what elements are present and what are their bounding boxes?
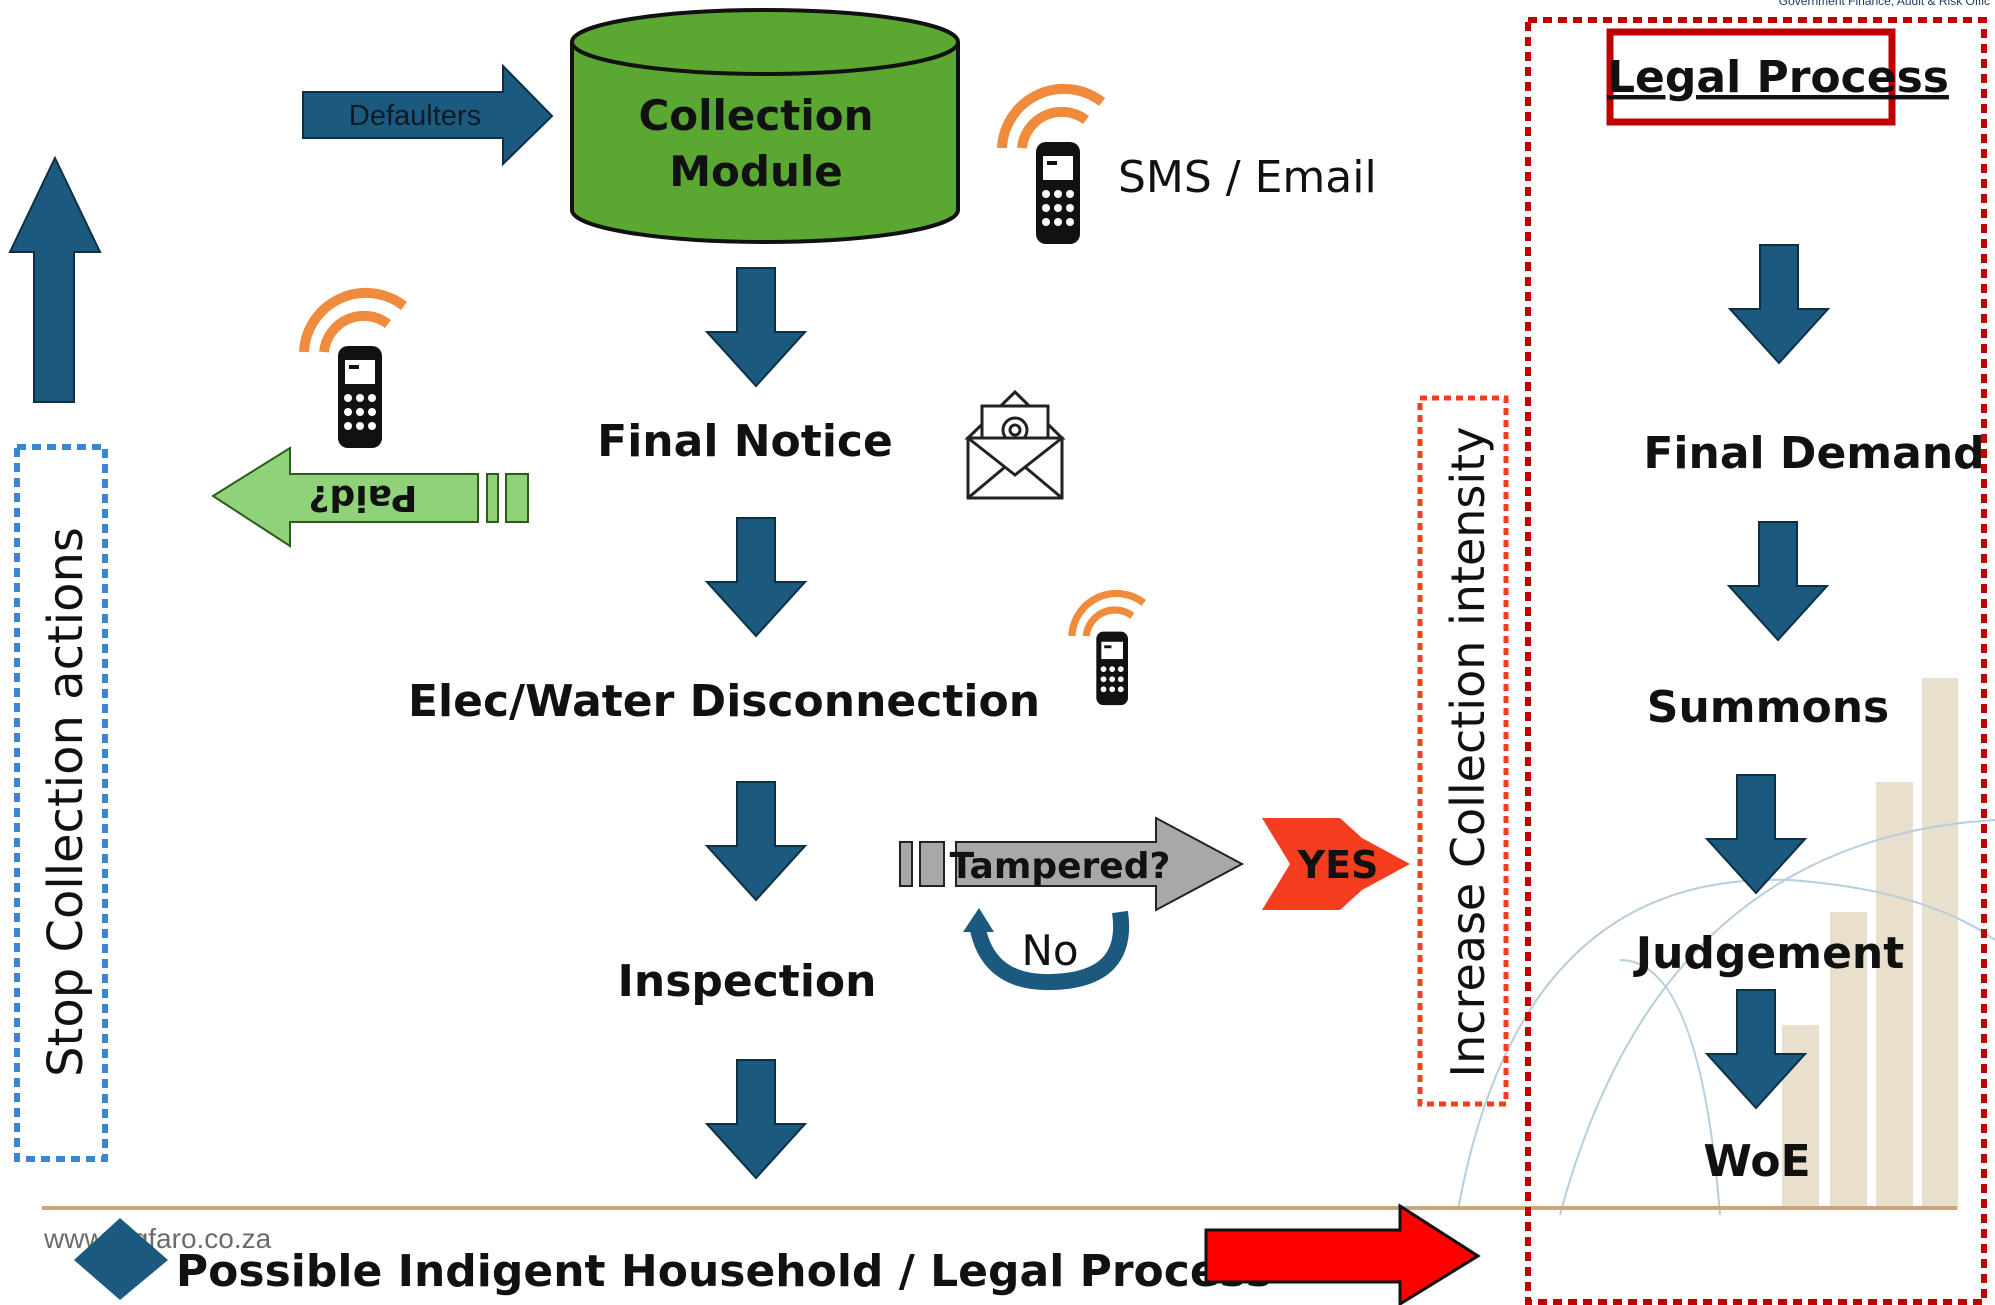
- paid-arrow[interactable]: [211, 446, 529, 548]
- legal-step-woe: WoE: [1703, 1136, 1810, 1187]
- collection-module-cylinder[interactable]: [570, 8, 960, 244]
- down-arrow: [706, 517, 806, 637]
- no-curved-arrow: [963, 908, 1130, 991]
- down-arrow: [706, 267, 806, 387]
- tampered-label: Tampered?: [950, 846, 1171, 887]
- no-label: No: [1021, 926, 1078, 975]
- paid-label: Paid?: [309, 477, 418, 518]
- increase-intensity-box: [1417, 395, 1509, 1107]
- down-arrow: [706, 781, 806, 901]
- tampered-arrow[interactable]: [899, 816, 1245, 912]
- down-arrow: [1706, 774, 1806, 894]
- sms-email-label: SMS / Email: [1118, 152, 1377, 203]
- legal-process-red-arrow: [1204, 1203, 1481, 1305]
- phone-signal-icon: [1002, 89, 1102, 244]
- increase-intensity-label: Increase Collection intensity: [1441, 427, 1495, 1078]
- bottom-step-label: Possible Indigent Household / Legal Proc…: [176, 1246, 1272, 1297]
- background-chart-decoration: [1782, 678, 1958, 1210]
- header-text: Government Finance, Audit & Risk Offic: [1779, 0, 1990, 8]
- final-notice-label: Final Notice: [597, 416, 893, 467]
- down-arrow: [706, 1059, 806, 1179]
- inspection-label: Inspection: [618, 956, 877, 1007]
- down-arrow: [1728, 521, 1828, 641]
- yes-burst[interactable]: [1262, 818, 1410, 910]
- watermark-url: www.gigfaro.co.za: [43, 1223, 272, 1254]
- stop-collection-label: Stop Collection actions: [38, 527, 94, 1077]
- phone-signal-icon: [304, 293, 404, 448]
- legal-step-summons: Summons: [1647, 682, 1889, 733]
- phone-signal-icon: [1072, 593, 1144, 705]
- disconnection-label: Elec/Water Disconnection: [408, 676, 1040, 727]
- diamond-bullet-icon: [74, 1218, 168, 1300]
- defaulters-label: Defaulters: [349, 100, 481, 132]
- legal-step-final-demand: Final Demand: [1643, 428, 1984, 479]
- up-arrow: [8, 155, 102, 403]
- yes-label: YES: [1297, 843, 1379, 887]
- email-icon: [964, 389, 1066, 500]
- legal-step-judgement: Judgement: [1633, 928, 1905, 979]
- collection-module-line2: Module: [669, 147, 843, 196]
- legal-process-container: [1525, 17, 1987, 1305]
- defaulters-arrow: [302, 63, 554, 167]
- legal-process-title: Legal Process: [1607, 52, 1949, 103]
- down-arrow: [1729, 244, 1829, 364]
- stop-collection-box: [14, 444, 108, 1162]
- legal-process-title-box[interactable]: [1606, 28, 1896, 126]
- collection-module-line1: Collection: [638, 91, 873, 140]
- horizontal-rule: [42, 1206, 1957, 1210]
